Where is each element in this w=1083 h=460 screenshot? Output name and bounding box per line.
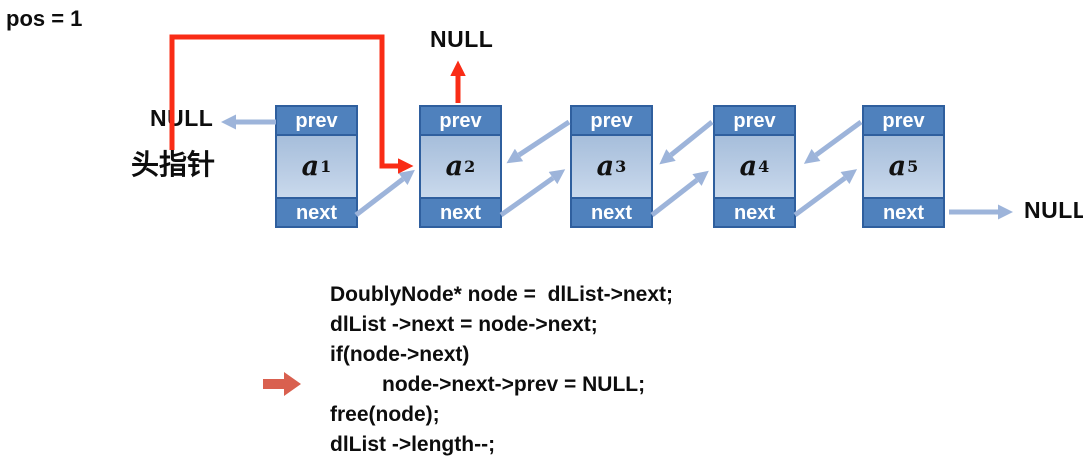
node-a5-prev-field: prev [864, 107, 943, 134]
node-a1-sub: 1 [320, 157, 332, 176]
node-a4-next-field: next [715, 199, 794, 226]
node-a3-prev-field: prev [572, 107, 651, 134]
node-a4-var: a [739, 151, 758, 182]
node-a2-prev-field: prev [421, 107, 500, 134]
arrow-a4-next-to-a5 [793, 169, 858, 218]
code-line-1: DoublyNode* node = dlList->next; [330, 283, 674, 306]
arrow-a3-prev-to-a2 [506, 119, 571, 164]
node-a2-next-field: next [421, 199, 500, 226]
arrow-a3-next-to-a4 [650, 170, 709, 217]
pos-label: pos = 1 [6, 6, 83, 31]
code-line-4: node->next->prev = NULL; [382, 373, 646, 396]
node-a1-next-field: next [277, 199, 356, 226]
code-line-3: if(node->next) [330, 343, 470, 366]
code-highlight-arrow-icon [263, 372, 301, 396]
node-a2-var: a [445, 151, 464, 182]
node-a3-var: a [596, 151, 615, 182]
node-a4-prev-field: prev [715, 107, 794, 134]
code-highlight-arrow-shape [263, 372, 301, 396]
null-label-tail-next: NULL [1024, 197, 1083, 223]
arrow-a1-next-to-a2 [354, 169, 415, 217]
node-a1-var: a [301, 151, 320, 182]
arrow-a4-prev-to-a3 [659, 120, 714, 165]
code-block: DoublyNode* node = dlList->next; dlList … [330, 280, 673, 460]
node-a3-next-field: next [572, 199, 651, 226]
node-a1-prev-field: prev [277, 107, 356, 134]
arrow-a5-prev-to-a4 [803, 119, 863, 164]
null-label-a2-prev: NULL [430, 26, 494, 52]
node-a5-next-field: next [864, 199, 943, 226]
node-a3-sub: 3 [615, 157, 627, 176]
node-a4-sub: 4 [758, 157, 770, 176]
node-a5-sub: 5 [907, 157, 919, 176]
code-line-6: dlList ->length--; [330, 433, 496, 456]
node-a5-var: a [888, 151, 907, 182]
node-a2-sub: 2 [464, 157, 476, 176]
code-line-2: dlList ->next = node->next; [330, 313, 598, 336]
head-pointer-label: 头指针 [131, 149, 216, 180]
null-label-head-prev: NULL [150, 105, 214, 131]
arrow-a2-next-to-a3 [499, 169, 566, 218]
code-line-5: free(node); [330, 403, 440, 426]
